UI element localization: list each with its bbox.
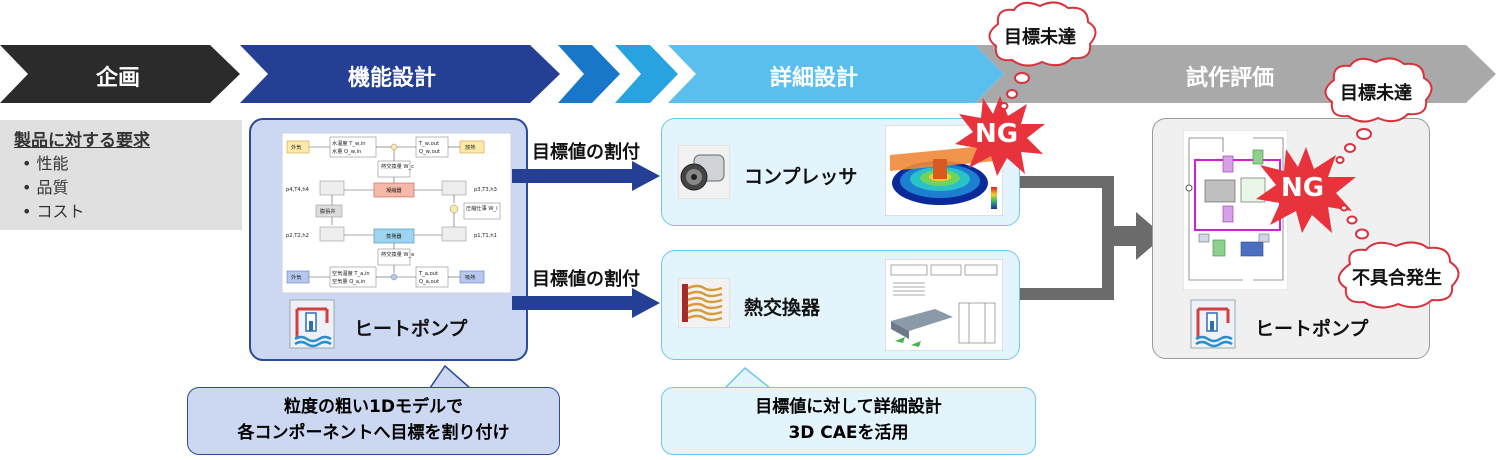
compressor-cae-image <box>885 125 1003 216</box>
model-label-condenser: 凝縮器 <box>386 186 402 194</box>
heatpump-icon <box>289 299 335 349</box>
cloud-text-2: 目標未達 <box>1340 83 1412 104</box>
model-label-state-3: p3,T3,h3 <box>474 187 497 193</box>
model-label-air-temp: 空気温度 T_a,in <box>332 269 370 277</box>
model-label-water-temp: 水温度 T_w,in <box>332 139 366 147</box>
chevron-mid-2 <box>615 45 678 103</box>
cloud-defect <box>1338 204 1460 309</box>
requirements-title: 製品に対する要求 <box>14 131 150 151</box>
phase-label-plan: 企画 <box>96 66 141 91</box>
function-callout-line-1: 粒度の粗い1Dモデルで <box>284 397 463 417</box>
requirement-item: 性能 <box>22 152 85 176</box>
arrow-to-prototype <box>1012 176 1164 300</box>
ng-burst-compressor <box>955 96 1045 176</box>
model-label-compressor-work: 圧縮仕事 W_i <box>466 204 498 212</box>
chevron-detail <box>668 45 1004 103</box>
model-label-heat-exchange-c: 熱交換量 W_c <box>381 162 414 170</box>
chevron-mid-1 <box>558 45 620 103</box>
allocation-label-top: 目標値の割付 <box>532 142 640 163</box>
heat-exchanger-cae-image <box>885 259 1003 351</box>
function-heatpump-caption: ヒートポンプ <box>354 318 468 340</box>
arrow-to-compressor <box>512 161 660 191</box>
phase-label-detail: 詳細設計 <box>770 66 859 91</box>
cloud-target-unmet-2 <box>1324 57 1433 164</box>
model-label-water-temp-out: T_w,out <box>418 141 439 147</box>
requirement-item: 品質 <box>22 176 85 200</box>
function-design-callout: 粒度の粗い1Dモデルで 各コンポーネントへ目標を割り付け <box>187 387 560 455</box>
model-label-heat-release: 放熱 <box>465 143 475 151</box>
ng-label-prototype: NG <box>1281 173 1325 203</box>
model-label-state-2: p2,T2,h2 <box>286 233 309 239</box>
model-label-outside-air: 外気 <box>291 143 301 151</box>
cloud-target-unmet-1 <box>988 1 1097 110</box>
requirements-box: 製品に対する要求 性能 品質 コスト <box>0 120 242 230</box>
heat-exchanger-name: 熱交換器 <box>744 297 821 319</box>
model-label-heat-exchange-e: 熱交換量 W_e <box>381 250 414 258</box>
cloud-text-3: 不具合発生 <box>1352 268 1442 289</box>
requirements-list: 性能 品質 コスト <box>22 152 85 224</box>
prototype-heatpump-icon <box>1190 299 1236 349</box>
model-label-heat-absorb: 吸熱 <box>465 273 475 281</box>
model-label-air-flow: 空気量 Q_a,in <box>332 277 365 285</box>
detail-design-callout: 目標値に対して詳細設計 3D CAEを活用 <box>661 387 1036 455</box>
heatpump-1d-model: 外気 水温度 T_w,in 水量 Q_w,in T_w,out Q_w,out … <box>282 133 511 293</box>
compressor-icon <box>678 145 730 199</box>
chevron-plan <box>0 45 240 103</box>
model-label-outside-air-2: 外気 <box>291 273 301 281</box>
phase-label-function: 機能設計 <box>348 66 437 91</box>
cloud-text-1: 目標未達 <box>1004 27 1076 48</box>
model-label-water-flow: 水量 Q_w,in <box>332 147 361 155</box>
ng-burst-prototype <box>1256 147 1356 233</box>
function-callout-line-2: 各コンポーネントへ目標を割り付け <box>237 423 510 443</box>
detail-callout-line-1: 目標値に対して詳細設計 <box>755 397 942 417</box>
model-label-state-1: p1,T1,h1 <box>474 233 497 239</box>
prototype-heatpump-caption: ヒートポンプ <box>1255 318 1369 340</box>
model-label-air-temp-out: T_a,out <box>418 271 438 277</box>
phase-label-proto: 試作評価 <box>1186 66 1275 91</box>
model-label-water-flow-out: Q_w,out <box>419 149 440 155</box>
heat-exchanger-icon <box>678 278 730 328</box>
chevron-function <box>240 45 560 103</box>
model-label-air-flow-out: Q_a,out <box>419 279 439 285</box>
requirement-item: コスト <box>22 200 85 224</box>
compressor-name: コンプレッサ <box>744 166 858 188</box>
ng-label-compressor: NG <box>975 119 1019 149</box>
model-label-state-4: p4,T4,h4 <box>286 187 310 193</box>
detail-callout-line-2: 3D CAEを活用 <box>788 423 909 443</box>
arrow-to-heat-exchanger <box>512 288 660 318</box>
model-label-expansion-valve: 膨張弁 <box>320 207 336 215</box>
allocation-label-bottom: 目標値の割付 <box>532 269 640 290</box>
prototype-system-image <box>1183 130 1288 290</box>
model-label-evaporator: 蒸発器 <box>386 232 402 240</box>
